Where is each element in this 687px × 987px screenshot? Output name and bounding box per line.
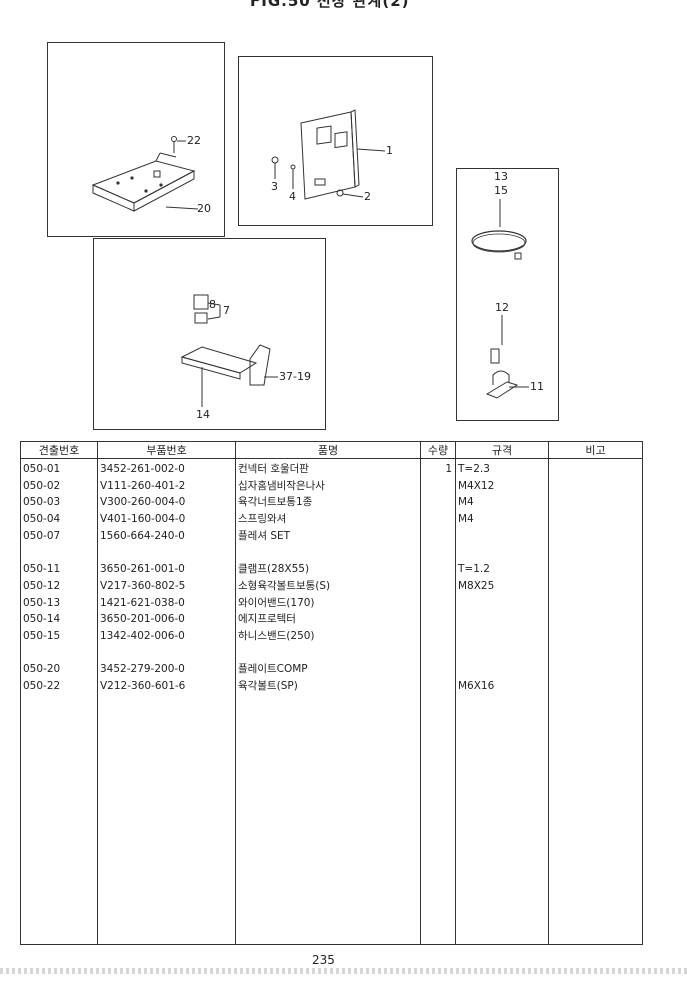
figure-clamp-assembly (93, 238, 326, 430)
clamp-drawing (180, 294, 278, 407)
column-part-number: 3452-261-002-0 V111-260-401-2 V300-260-0… (97, 458, 236, 945)
header-spec: 규격 (455, 441, 549, 459)
band-drawing (471, 199, 529, 399)
header-key: 견출번호 (20, 441, 98, 459)
label-3: 3 (271, 180, 278, 193)
figure-band-clamp (456, 168, 559, 421)
table-body-row: 050-01 050-02 050-03 050-04 050-07 050-1… (20, 458, 643, 945)
connector-labels: 1 2 3 4 (271, 144, 393, 203)
label-7: 7 (223, 304, 230, 317)
clamp-labels: 8 7 37-19 14 (196, 298, 311, 421)
label-12: 12 (495, 301, 509, 314)
column-key: 050-01 050-02 050-03 050-04 050-07 050-1… (20, 458, 98, 945)
label-15: 15 (494, 184, 508, 197)
column-part-name: 컨넥터 호울더판 십자홈냄비작은나사 육각너트보통1종 스프링와셔 플레셔 SE… (235, 458, 421, 945)
header-part-name: 품명 (235, 441, 421, 459)
connector-drawing (271, 109, 386, 200)
label-13: 13 (494, 170, 508, 183)
label-8: 8 (209, 298, 216, 311)
band-labels: 13 15 12 11 (494, 170, 544, 393)
label-20: 20 (197, 202, 211, 215)
parts-table: 견출번호 부품번호 품명 수량 규격 비고 050-01 050-02 050-… (20, 441, 643, 945)
label-14: 14 (196, 408, 210, 421)
label-1: 1 (386, 144, 393, 157)
page-title: FIG.50 전장 관계(2) (250, 0, 410, 10)
figure-connector-holder (238, 56, 433, 226)
label-11: 11 (530, 380, 544, 393)
label-4: 4 (289, 190, 296, 203)
header-part-number: 부품번호 (97, 441, 236, 459)
plate-drawing (91, 136, 199, 212)
column-remarks (548, 458, 643, 945)
page-number: 235 (312, 953, 335, 967)
header-quantity: 수량 (420, 441, 456, 459)
label-37-19: 37-19 (279, 370, 311, 383)
figure-plate-comp (47, 42, 225, 237)
column-quantity: 1 (420, 458, 456, 945)
column-spec: T=2.3 M4X12 M4 M4 T=1.2 M8X25 M6X16 (455, 458, 549, 945)
header-remarks: 비고 (548, 441, 643, 459)
label-22: 22 (187, 134, 201, 147)
scan-noise-strip (0, 968, 687, 974)
label-2: 2 (364, 190, 371, 203)
table-header-row: 견출번호 부품번호 품명 수량 규격 비고 (20, 441, 643, 459)
plate-labels: 22 20 (187, 134, 211, 215)
